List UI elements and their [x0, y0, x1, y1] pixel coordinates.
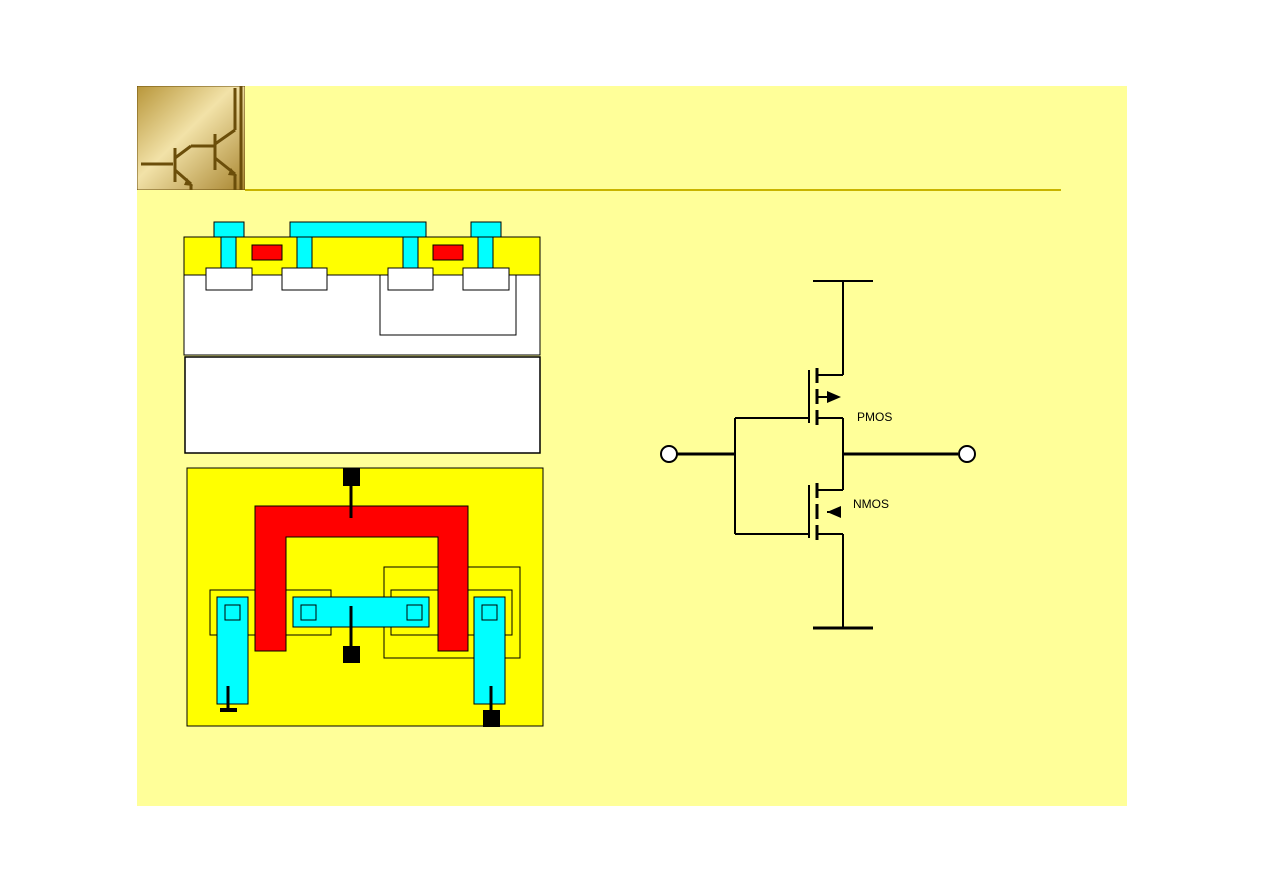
pmos-label: PMOS [857, 410, 892, 424]
metal-output-bridge [289, 221, 427, 238]
nmos-poly-gate [251, 244, 283, 261]
nmos-source-diffusion [205, 267, 253, 291]
transistor-logo-icon [137, 86, 245, 190]
pmos-poly-gate [432, 244, 464, 261]
metal-contact-left [220, 236, 237, 269]
metal-contact-right [477, 236, 494, 269]
input-terminal [343, 468, 360, 486]
cmos-layout-view [186, 467, 544, 727]
substrate-base [184, 356, 541, 454]
contact-2 [300, 604, 317, 621]
metal-contact-mid-left [296, 236, 313, 269]
contact-3 [406, 604, 423, 621]
nmos-label: NMOS [853, 497, 889, 511]
output-node [958, 445, 976, 463]
metal-pad-right [470, 221, 502, 238]
poly-gate-u [254, 505, 469, 652]
metal-pad-left [213, 221, 245, 238]
header-rule [245, 189, 1061, 191]
metal-ground-rail [216, 596, 249, 705]
cmos-cross-section [183, 221, 541, 454]
vdd-terminal [483, 710, 500, 727]
metal-output-strip [292, 596, 430, 628]
pmos-source-diffusion [462, 267, 510, 291]
output-terminal [343, 646, 360, 663]
pmos-drain-diffusion [387, 267, 434, 291]
contact-4 [481, 604, 498, 621]
cmos-inverter-schematic: PMOS NMOS [660, 280, 976, 630]
nmos-arrow-icon [827, 506, 841, 518]
input-node [660, 445, 678, 463]
contact-1 [224, 604, 241, 621]
metal-contact-mid-right [402, 236, 419, 269]
nmos-drain-diffusion [281, 267, 328, 291]
pmos-arrow-icon [827, 391, 841, 403]
